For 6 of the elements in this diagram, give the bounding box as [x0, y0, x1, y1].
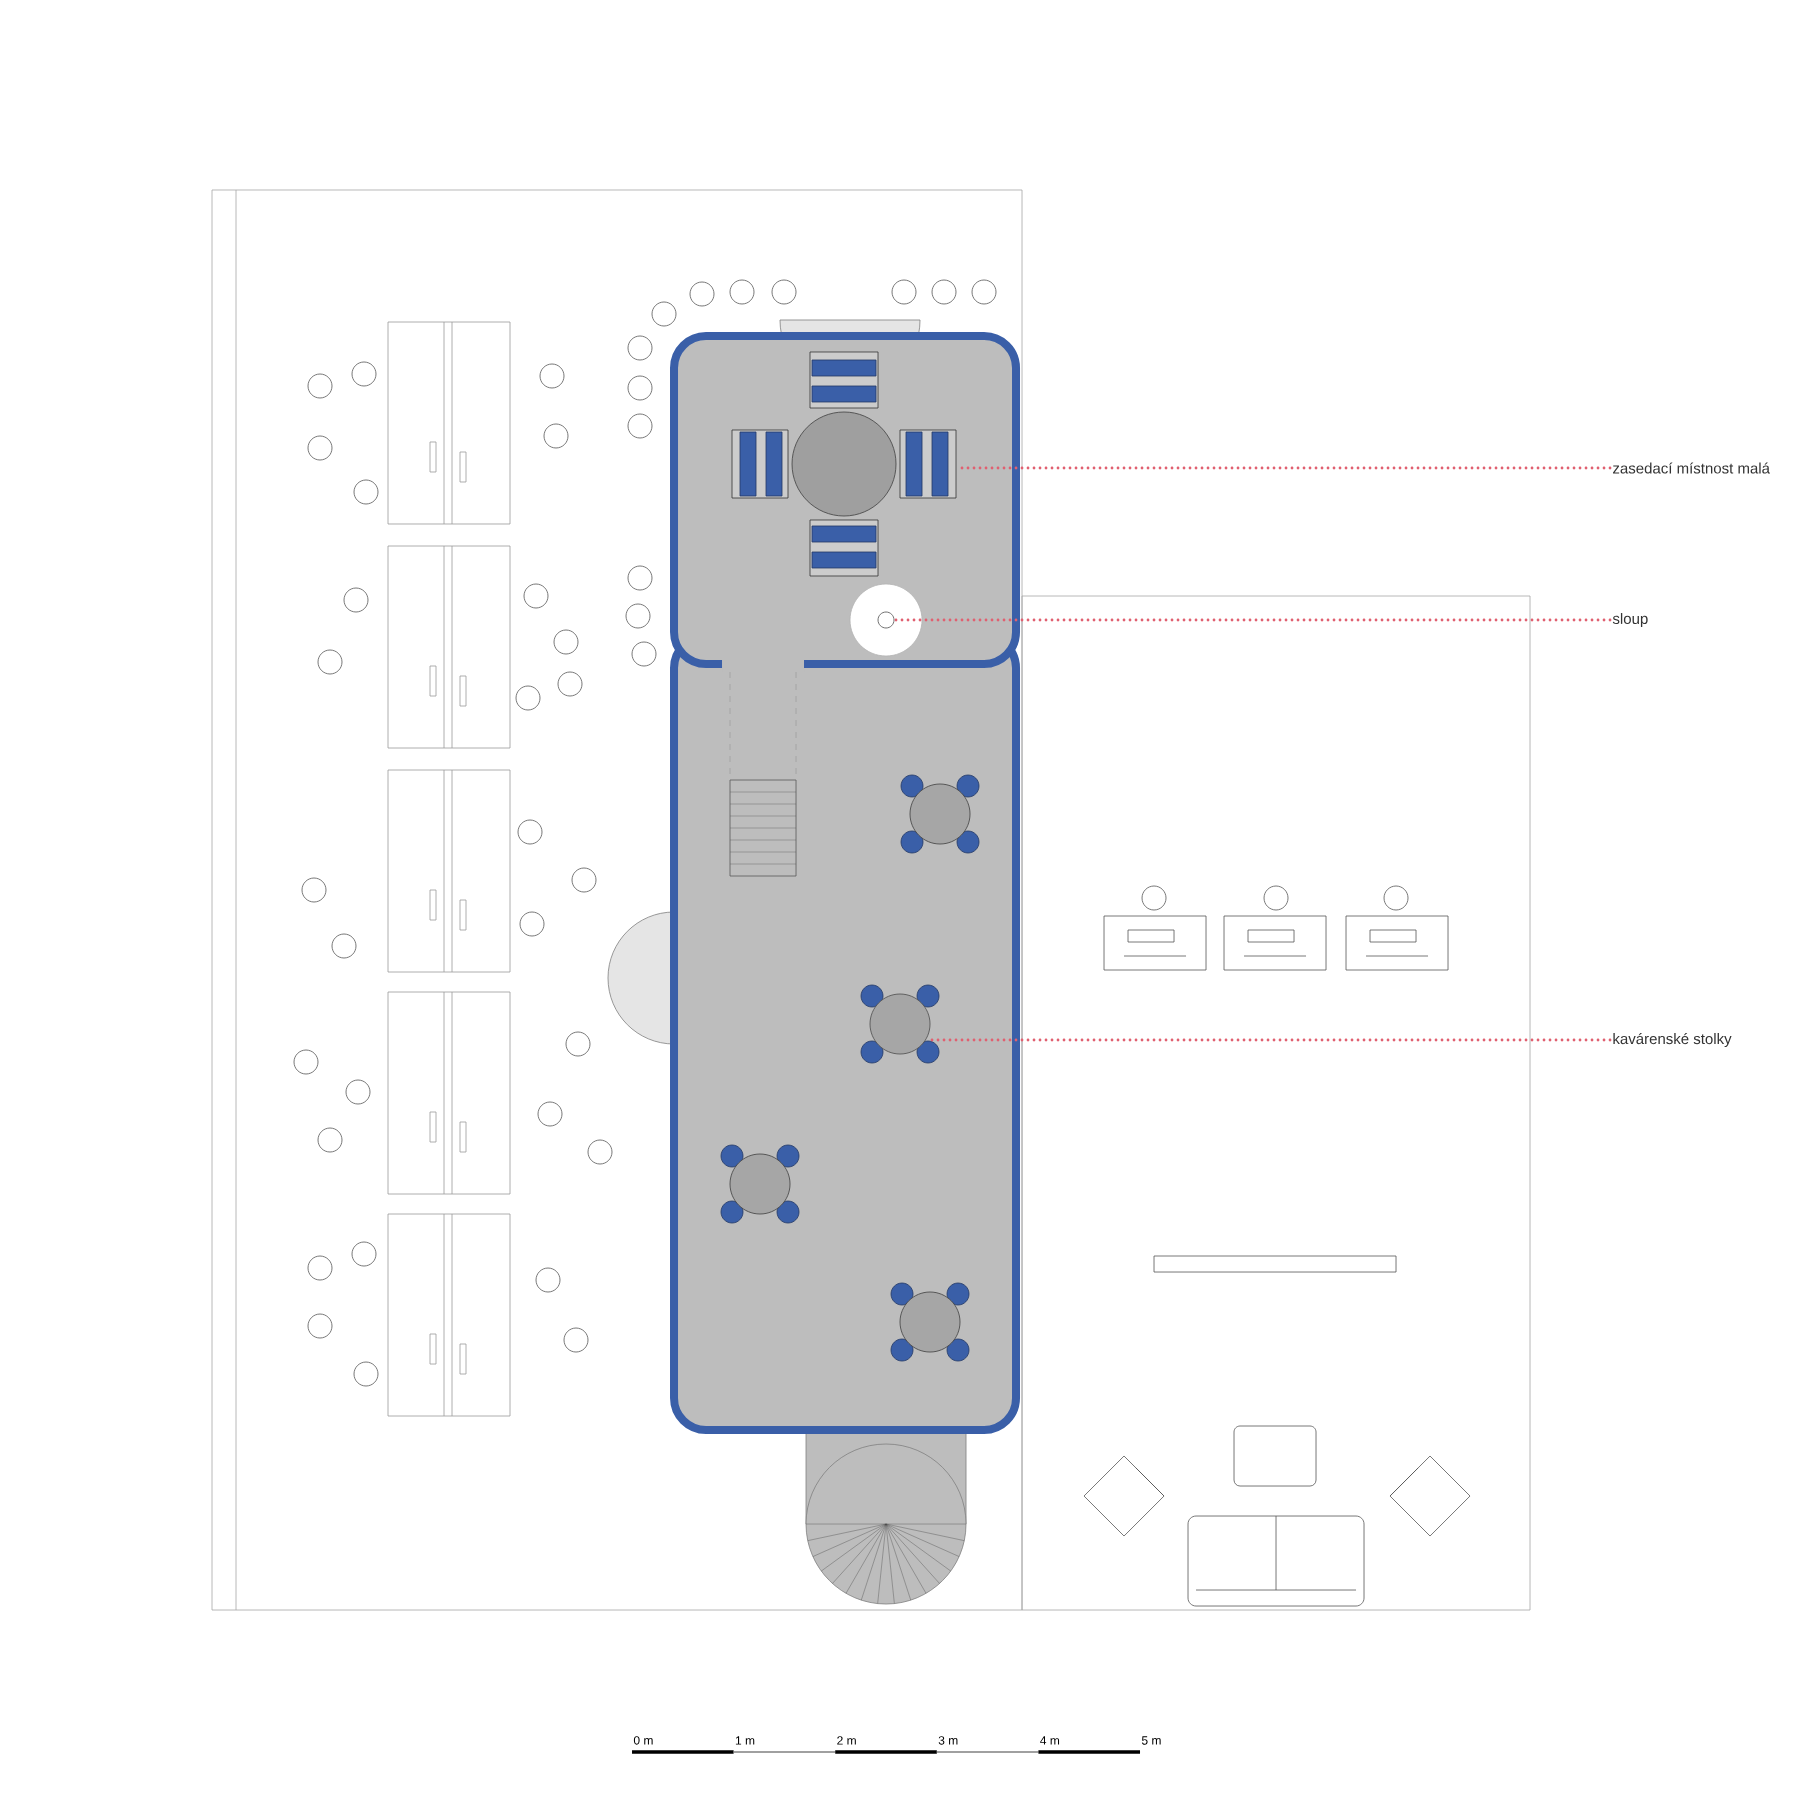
leader-line [929, 1038, 1612, 1042]
leader-line [893, 618, 1612, 622]
round-table [869, 993, 931, 1055]
table-with-chairs [731, 351, 957, 577]
leader-line [955, 466, 1612, 470]
column-symbol [877, 611, 895, 629]
